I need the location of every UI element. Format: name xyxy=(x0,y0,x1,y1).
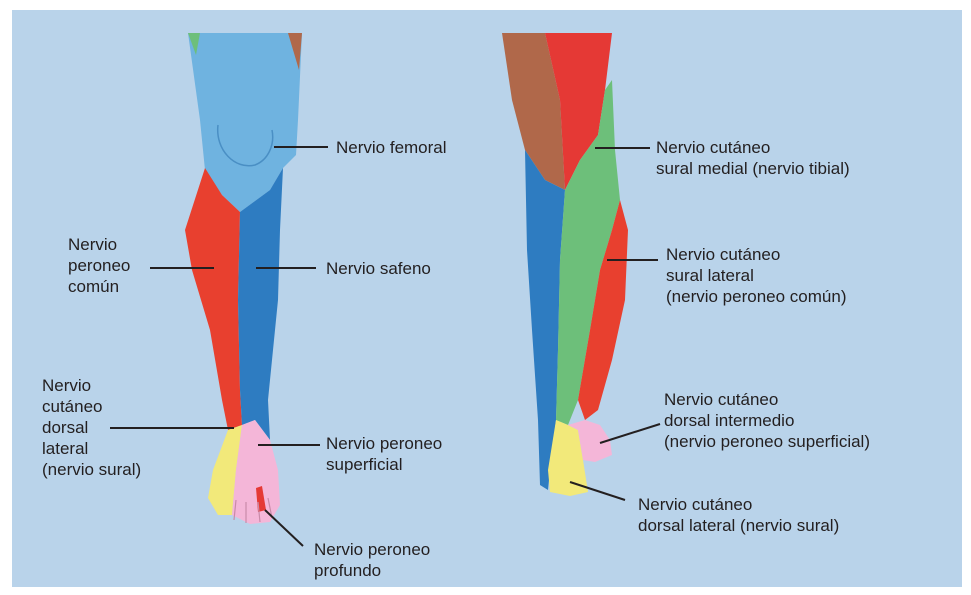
label-line: Nervio cutáneo xyxy=(656,137,850,158)
label-line: (nervio peroneo común) xyxy=(666,286,846,307)
label-nervio-cutaneo-dorsal-intermedio: Nervio cutáneo dorsal intermedio (nervio… xyxy=(664,389,870,452)
label-line: superficial xyxy=(326,454,442,475)
label-line: Nervio xyxy=(42,375,141,396)
label-line: dorsal intermedio xyxy=(664,410,870,431)
label-line: dorsal xyxy=(42,417,141,438)
label-line: sural medial (nervio tibial) xyxy=(656,158,850,179)
label-nervio-peroneo-superficial: Nervio peroneo superficial xyxy=(326,433,442,475)
label-nervio-cutaneo-dorsal-lateral-sural: Nervio cutáneo dorsal lateral (nervio su… xyxy=(638,494,839,536)
label-line: Nervio xyxy=(68,234,130,255)
label-line: dorsal lateral (nervio sural) xyxy=(638,515,839,536)
region-common-peroneal xyxy=(185,168,242,430)
leader-peroneo-profundo xyxy=(265,510,303,546)
label-line: cutáneo xyxy=(42,396,141,417)
label-nervio-cutaneo-dorsal-lateral: Nervio cutáneo dorsal lateral (nervio su… xyxy=(42,375,141,480)
label-nervio-safeno: Nervio safeno xyxy=(326,258,431,279)
label-line: Nervio peroneo xyxy=(314,539,430,560)
label-line: Nervio safeno xyxy=(326,258,431,279)
label-line: peroneo xyxy=(68,255,130,276)
label-line: Nervio cutáneo xyxy=(638,494,839,515)
anterior-leg xyxy=(185,33,302,524)
label-line: Nervio femoral xyxy=(336,137,447,158)
label-line: (nervio peroneo superficial) xyxy=(664,431,870,452)
label-line: (nervio sural) xyxy=(42,459,141,480)
label-line: Nervio peroneo xyxy=(326,433,442,454)
label-line: lateral xyxy=(42,438,141,459)
label-line: sural lateral xyxy=(666,265,846,286)
label-line: común xyxy=(68,276,130,297)
region-saphenous xyxy=(238,168,283,440)
label-line: profundo xyxy=(314,560,430,581)
label-nervio-femoral: Nervio femoral xyxy=(336,137,447,158)
label-nervio-cutaneo-sural-lateral: Nervio cutáneo sural lateral (nervio per… xyxy=(666,244,846,307)
label-nervio-cutaneo-sural-medial: Nervio cutáneo sural medial (nervio tibi… xyxy=(656,137,850,179)
label-line: Nervio cutáneo xyxy=(666,244,846,265)
label-nervio-peroneo-comun: Nervio peroneo común xyxy=(68,234,130,297)
label-line: Nervio cutáneo xyxy=(664,389,870,410)
leader-dorsal-intermedio xyxy=(600,424,660,443)
posterior-leg xyxy=(502,33,628,496)
label-nervio-peroneo-profundo: Nervio peroneo profundo xyxy=(314,539,430,581)
